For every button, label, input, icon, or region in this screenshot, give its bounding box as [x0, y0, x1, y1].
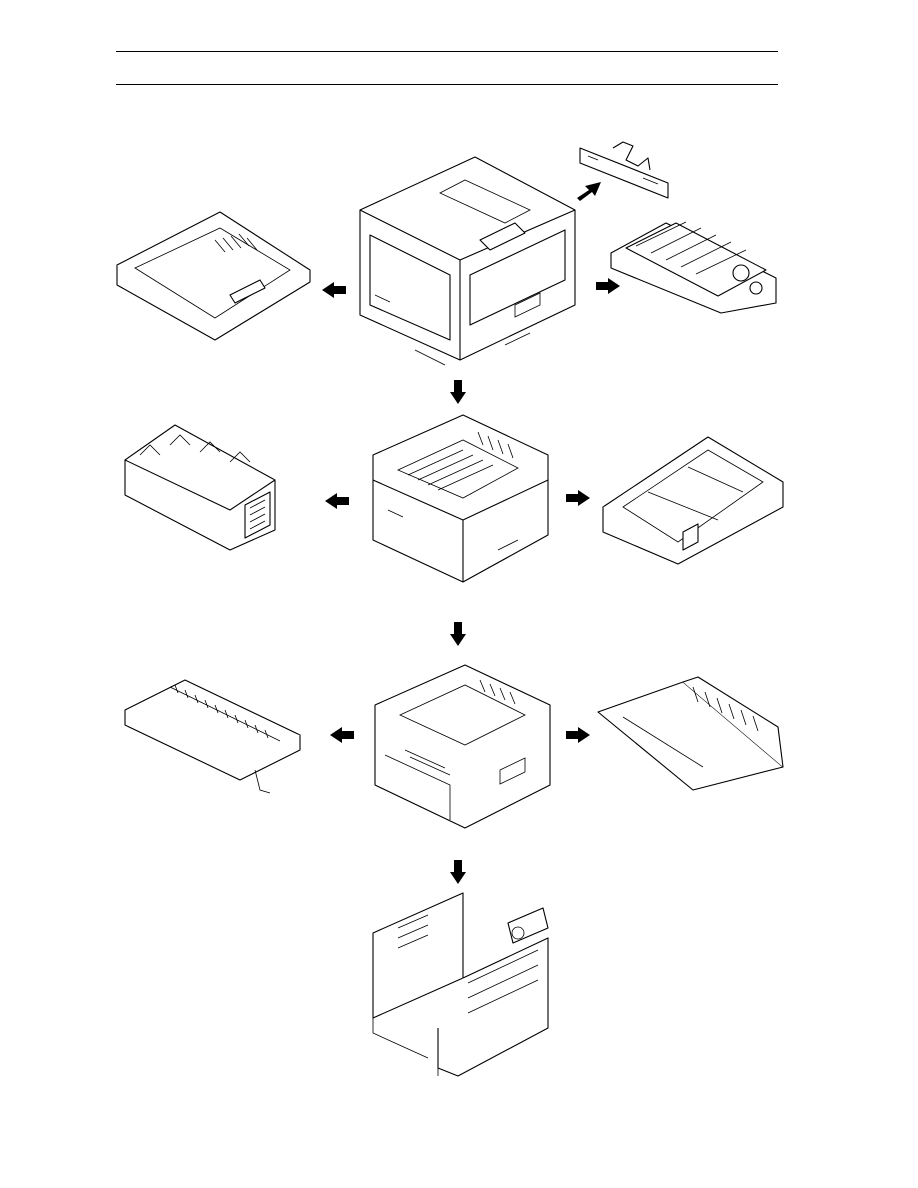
printer-assembled-drawing: [355, 155, 585, 365]
arrow-right-icon: [566, 727, 590, 743]
top-cover-drawing: [115, 210, 315, 345]
transport-unit-drawing: [120, 665, 305, 800]
fuser-unit-drawing: [120, 410, 280, 555]
printer-frame-drawing: [370, 660, 555, 830]
arrow-down-icon: [450, 622, 466, 646]
arrow-right-icon: [566, 490, 590, 506]
arrow-up-right-icon: [575, 180, 603, 202]
drum-cartridge-drawing: [606, 208, 786, 318]
arrow-left-icon: [322, 282, 346, 298]
header-rule-top: [116, 51, 778, 52]
feed-unit-drawing: [593, 672, 788, 792]
arrow-right-icon: [596, 278, 620, 294]
arrow-down-icon: [450, 860, 466, 884]
printer-open-drawing: [368, 410, 553, 585]
arrow-down-icon: [450, 380, 466, 404]
arrow-left-icon: [330, 727, 354, 743]
header-rule-bottom: [116, 84, 778, 85]
paper-cassette-drawing: [598, 432, 788, 567]
printer-chassis-drawing: [368, 888, 553, 1078]
arrow-left-icon: [325, 493, 349, 509]
